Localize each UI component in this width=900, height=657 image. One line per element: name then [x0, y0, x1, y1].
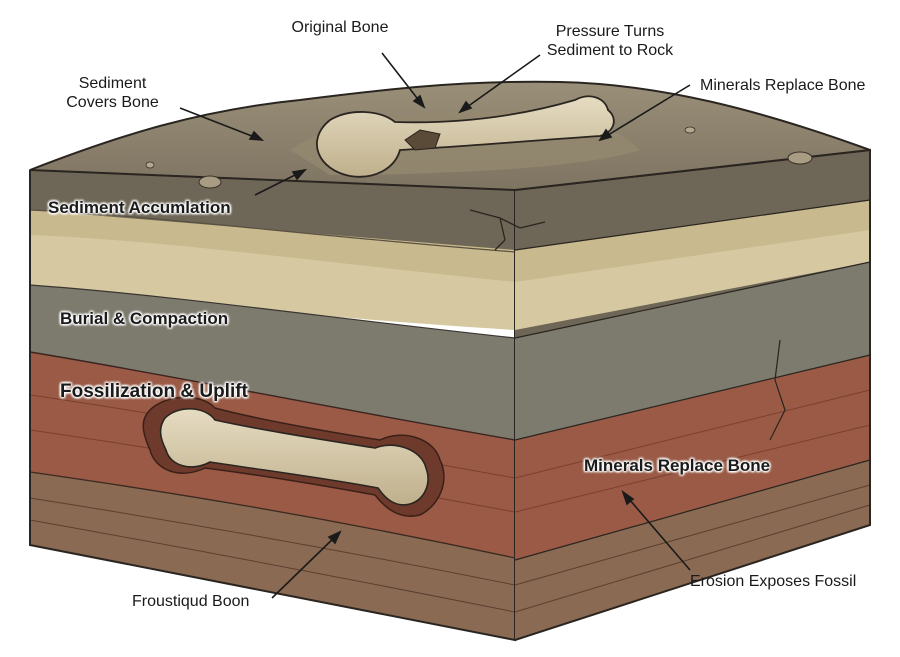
label-froustiqud-boon: Froustiqud Boon — [132, 593, 250, 610]
label-minerals-replace-top: Minerals Replace Bone — [700, 77, 866, 94]
leader-arrows — [179, 52, 691, 599]
label-sediment-covers-line1: Sediment — [78, 75, 147, 92]
label-minerals-replace-side: Minerals Replace Bone — [584, 456, 771, 475]
right-face — [514, 148, 871, 641]
top-surface — [29, 80, 871, 251]
label-sediment-accumulation: Sediment Accumlation — [48, 198, 231, 217]
label-pressure-turns-line2: Sediment to Rock — [546, 42, 674, 59]
label-pressure-turns-line1: Pressure Turns — [555, 23, 665, 40]
label-erosion-exposes: Erosion Exposes Fossil — [690, 573, 857, 590]
label-fossilization-uplift: Fossilization & Uplift — [60, 381, 248, 402]
label-burial-compaction: Burial & Compaction — [60, 309, 229, 328]
front-face — [29, 169, 516, 642]
buried-bone — [142, 396, 445, 517]
label-sediment-covers: Sediment Covers Bone — [55, 74, 170, 112]
label-original-bone: Original Bone — [291, 19, 389, 36]
label-pressure-turns: Pressure Turns Sediment to Rock — [520, 22, 700, 60]
label-sediment-covers-line2: Covers Bone — [66, 94, 159, 111]
